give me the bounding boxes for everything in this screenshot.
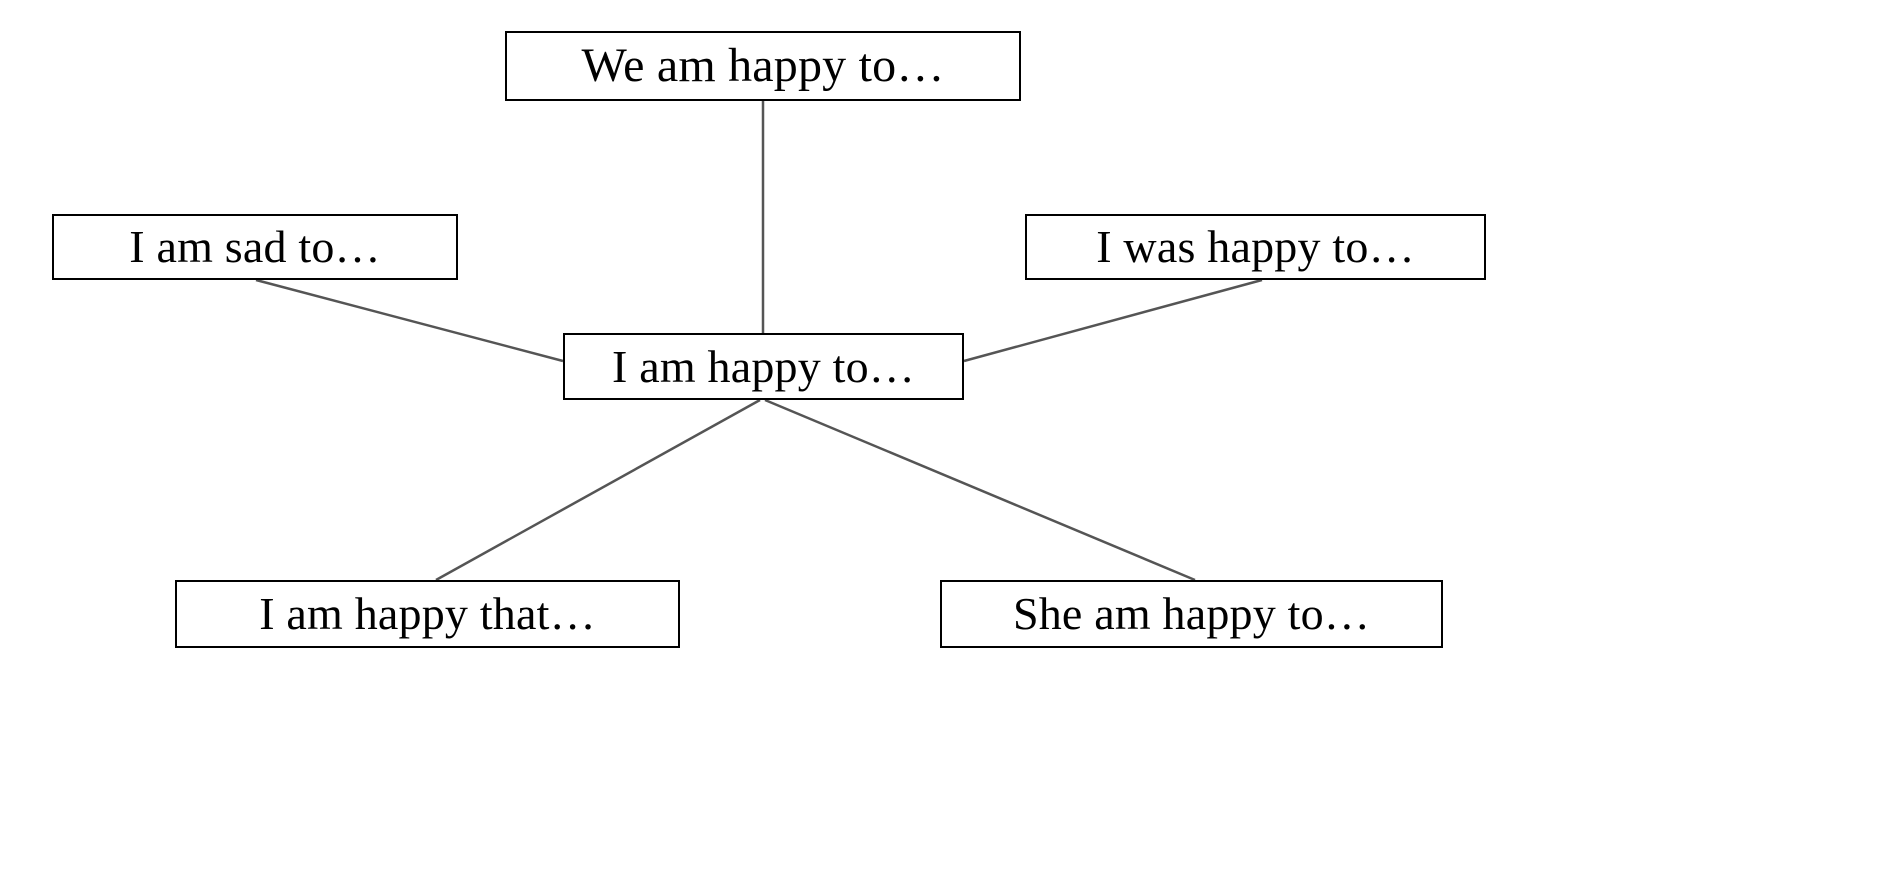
node-label: I was happy to… [1096, 221, 1415, 272]
edge-center-to-complementizer [435, 398, 761, 582]
edge-center-to-subject [764, 398, 1196, 582]
node-i-was-happy-to[interactable]: I was happy to… [1025, 214, 1486, 280]
node-we-am-happy-to[interactable]: We am happy to… [505, 31, 1021, 101]
node-label: I am happy to… [611, 340, 915, 392]
node-i-am-happy-that[interactable]: I am happy that… [175, 580, 680, 648]
node-label: She am happy to… [1012, 588, 1371, 639]
edge-center-to-tense [963, 278, 1263, 363]
node-label: I am sad to… [129, 221, 381, 272]
node-label: I am happy that… [259, 588, 596, 639]
node-label: We am happy to… [581, 39, 945, 92]
node-she-am-happy-to[interactable]: She am happy to… [940, 580, 1443, 648]
node-i-am-happy-to-center[interactable]: I am happy to… [563, 333, 964, 400]
edge-center-to-pronoun-sad [255, 278, 564, 363]
node-i-am-sad-to[interactable]: I am sad to… [52, 214, 458, 280]
